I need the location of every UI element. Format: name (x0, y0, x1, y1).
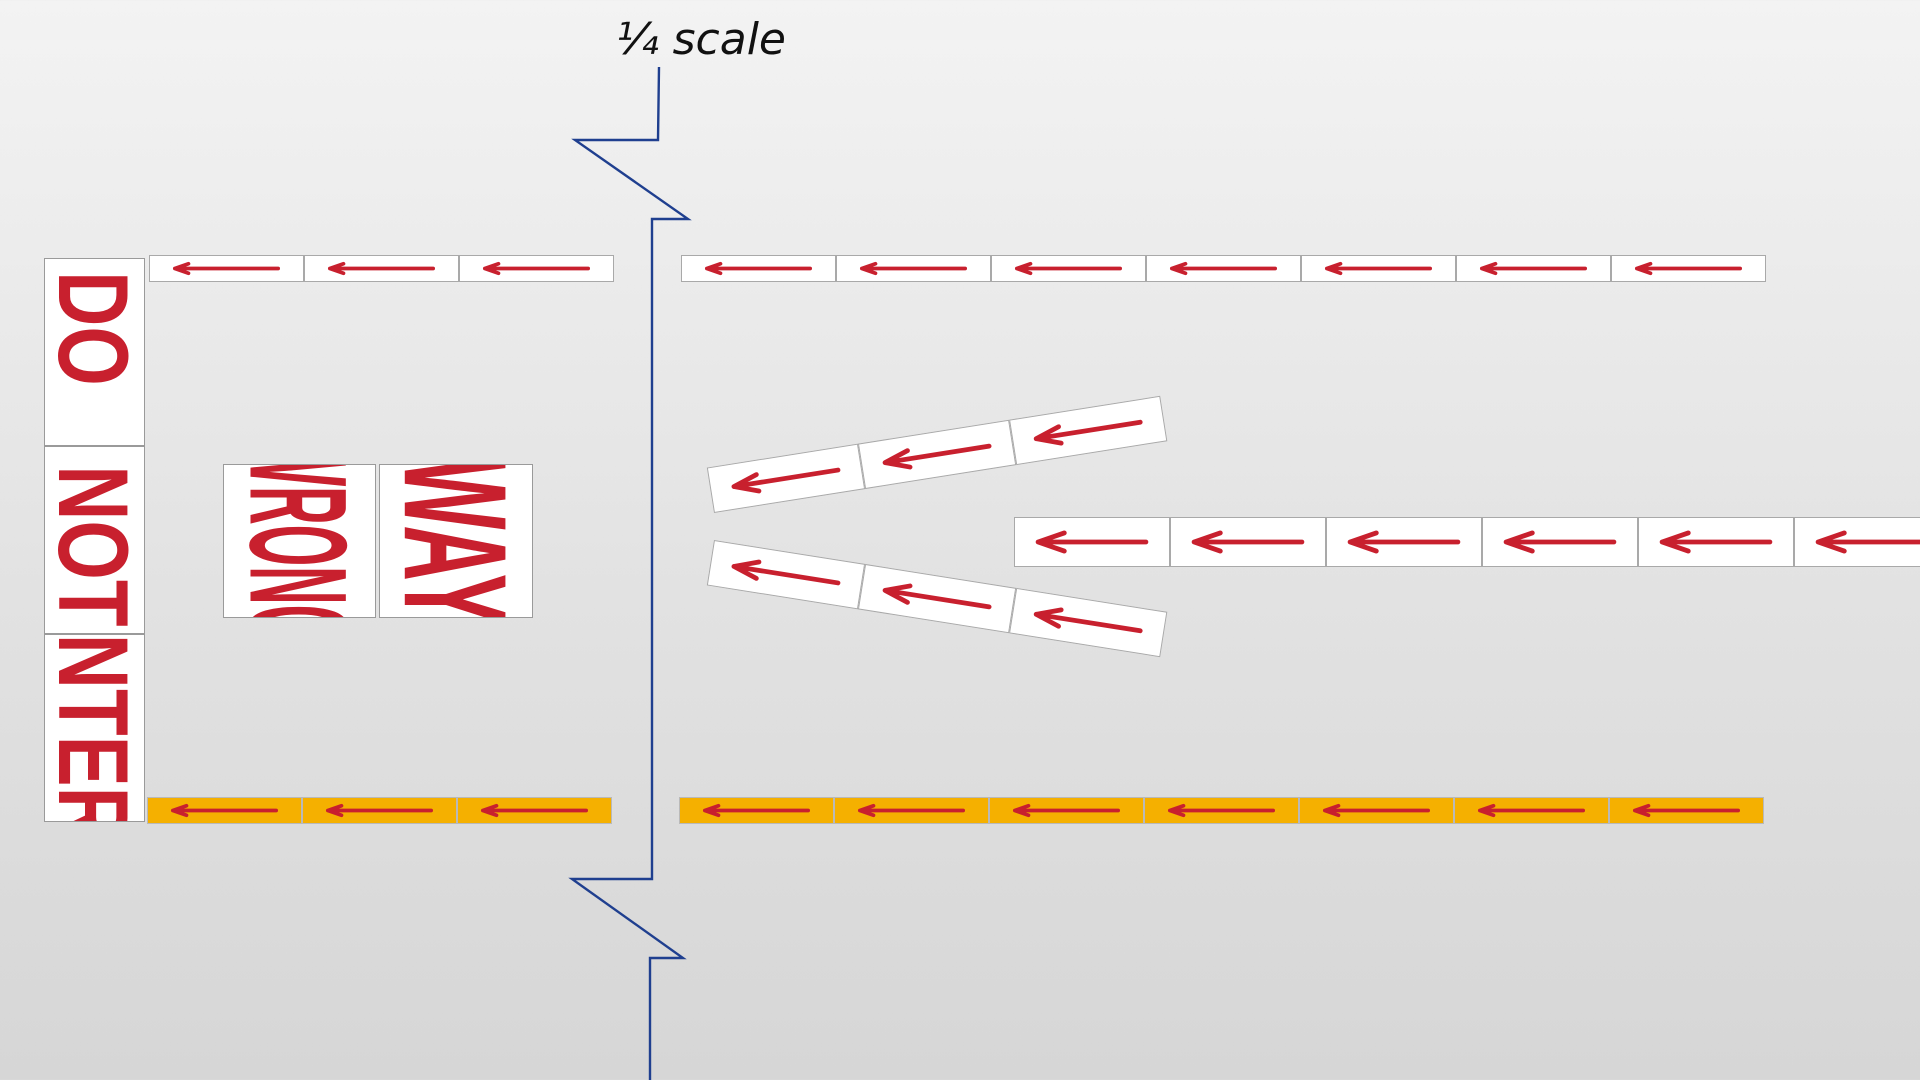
scale-label: ¼ scale (616, 14, 787, 65)
do-not-enter-word-svg: NOT (45, 465, 144, 626)
arrow-left-icon (172, 261, 281, 276)
arrow-tile (706, 443, 866, 513)
arrow-tile (857, 419, 1017, 490)
arrow-tile (1301, 255, 1456, 282)
arrow-tile (457, 797, 612, 824)
arrow-left-icon (1477, 803, 1586, 818)
arrow-left-icon (325, 803, 434, 818)
arrow-tile (1170, 517, 1326, 567)
arrow-tile (1482, 517, 1638, 567)
arrow-left-icon (1634, 261, 1743, 276)
arrow-left-icon (704, 261, 813, 276)
do-not-enter-tile-2: NOT (44, 446, 145, 634)
arrow-tile (836, 255, 991, 282)
arrow-tile (1009, 587, 1168, 658)
arrow-left-icon (1033, 607, 1143, 634)
arrow-tile (1456, 255, 1611, 282)
arrow-left-icon (1815, 530, 1920, 554)
arrow-left-icon (1322, 803, 1431, 818)
arrow-tile (304, 255, 459, 282)
arrow-left-icon (1659, 530, 1773, 554)
arrow-tile (989, 797, 1144, 824)
arrow-left-icon (702, 803, 811, 818)
arrow-tile (1144, 797, 1299, 824)
wrong-way-word-svg: WRONG (224, 465, 375, 617)
do-not-enter-tile-3: ENTER (44, 634, 145, 822)
wrong-way-word-wrong: WRONG (224, 465, 375, 617)
arrow-left-icon (1347, 530, 1461, 554)
arrow-left-icon (1324, 261, 1433, 276)
arrow-left-icon (1169, 261, 1278, 276)
arrow-left-icon (731, 559, 841, 586)
arrow-tile (459, 255, 614, 282)
arrow-tile (1611, 255, 1766, 282)
arrow-left-icon (1503, 530, 1617, 554)
arrow-tile (1009, 395, 1168, 466)
arrow-left-icon (482, 261, 591, 276)
arrow-left-icon (731, 467, 841, 494)
do-not-enter-word-svg: DO (45, 271, 144, 386)
break-line-path (568, 66, 692, 1080)
arrow-left-icon (859, 261, 968, 276)
arrow-tile (1609, 797, 1764, 824)
arrow-left-icon (1033, 419, 1143, 446)
do-not-enter-word-do: DO (45, 271, 144, 386)
arrow-left-icon (170, 803, 279, 818)
arrow-tile (149, 255, 304, 282)
arrow-left-icon (882, 443, 992, 470)
arrow-tile (1638, 517, 1794, 567)
do-not-enter-tile-1: DO (44, 258, 145, 446)
arrow-left-icon (1167, 803, 1276, 818)
arrow-left-icon (1035, 530, 1149, 554)
wrong-way-word-svg: WAY (380, 465, 532, 617)
do-not-enter-word-enter: ENTER (45, 635, 144, 821)
wrong-way-tile-wrong: WRONG (223, 464, 376, 618)
arrow-left-icon (327, 261, 436, 276)
arrow-tile (991, 255, 1146, 282)
arrow-tile (1326, 517, 1482, 567)
arrow-left-icon (1191, 530, 1305, 554)
do-not-enter-word-not: NOT (45, 465, 144, 626)
arrow-tile (834, 797, 989, 824)
arrow-left-icon (1014, 261, 1123, 276)
arrow-left-icon (480, 803, 589, 818)
arrow-left-icon (1632, 803, 1741, 818)
do-not-enter-word-svg: ENTER (45, 635, 144, 821)
wrong-way-word-way: WAY (380, 465, 532, 617)
arrow-tile (706, 540, 866, 610)
arrow-left-icon (882, 583, 992, 610)
arrow-left-icon (1012, 803, 1121, 818)
arrow-tile (1146, 255, 1301, 282)
arrow-left-icon (857, 803, 966, 818)
arrow-left-icon (1479, 261, 1588, 276)
arrow-tile (857, 563, 1017, 634)
arrow-tile (147, 797, 302, 824)
arrow-tile (302, 797, 457, 824)
arrow-tile (1299, 797, 1454, 824)
arrow-tile (679, 797, 834, 824)
arrow-tile (1014, 517, 1170, 567)
wrong-way-tile-way: WAY (379, 464, 533, 618)
arrow-tile (1454, 797, 1609, 824)
arrow-tile (1794, 517, 1920, 567)
arrow-tile (681, 255, 836, 282)
